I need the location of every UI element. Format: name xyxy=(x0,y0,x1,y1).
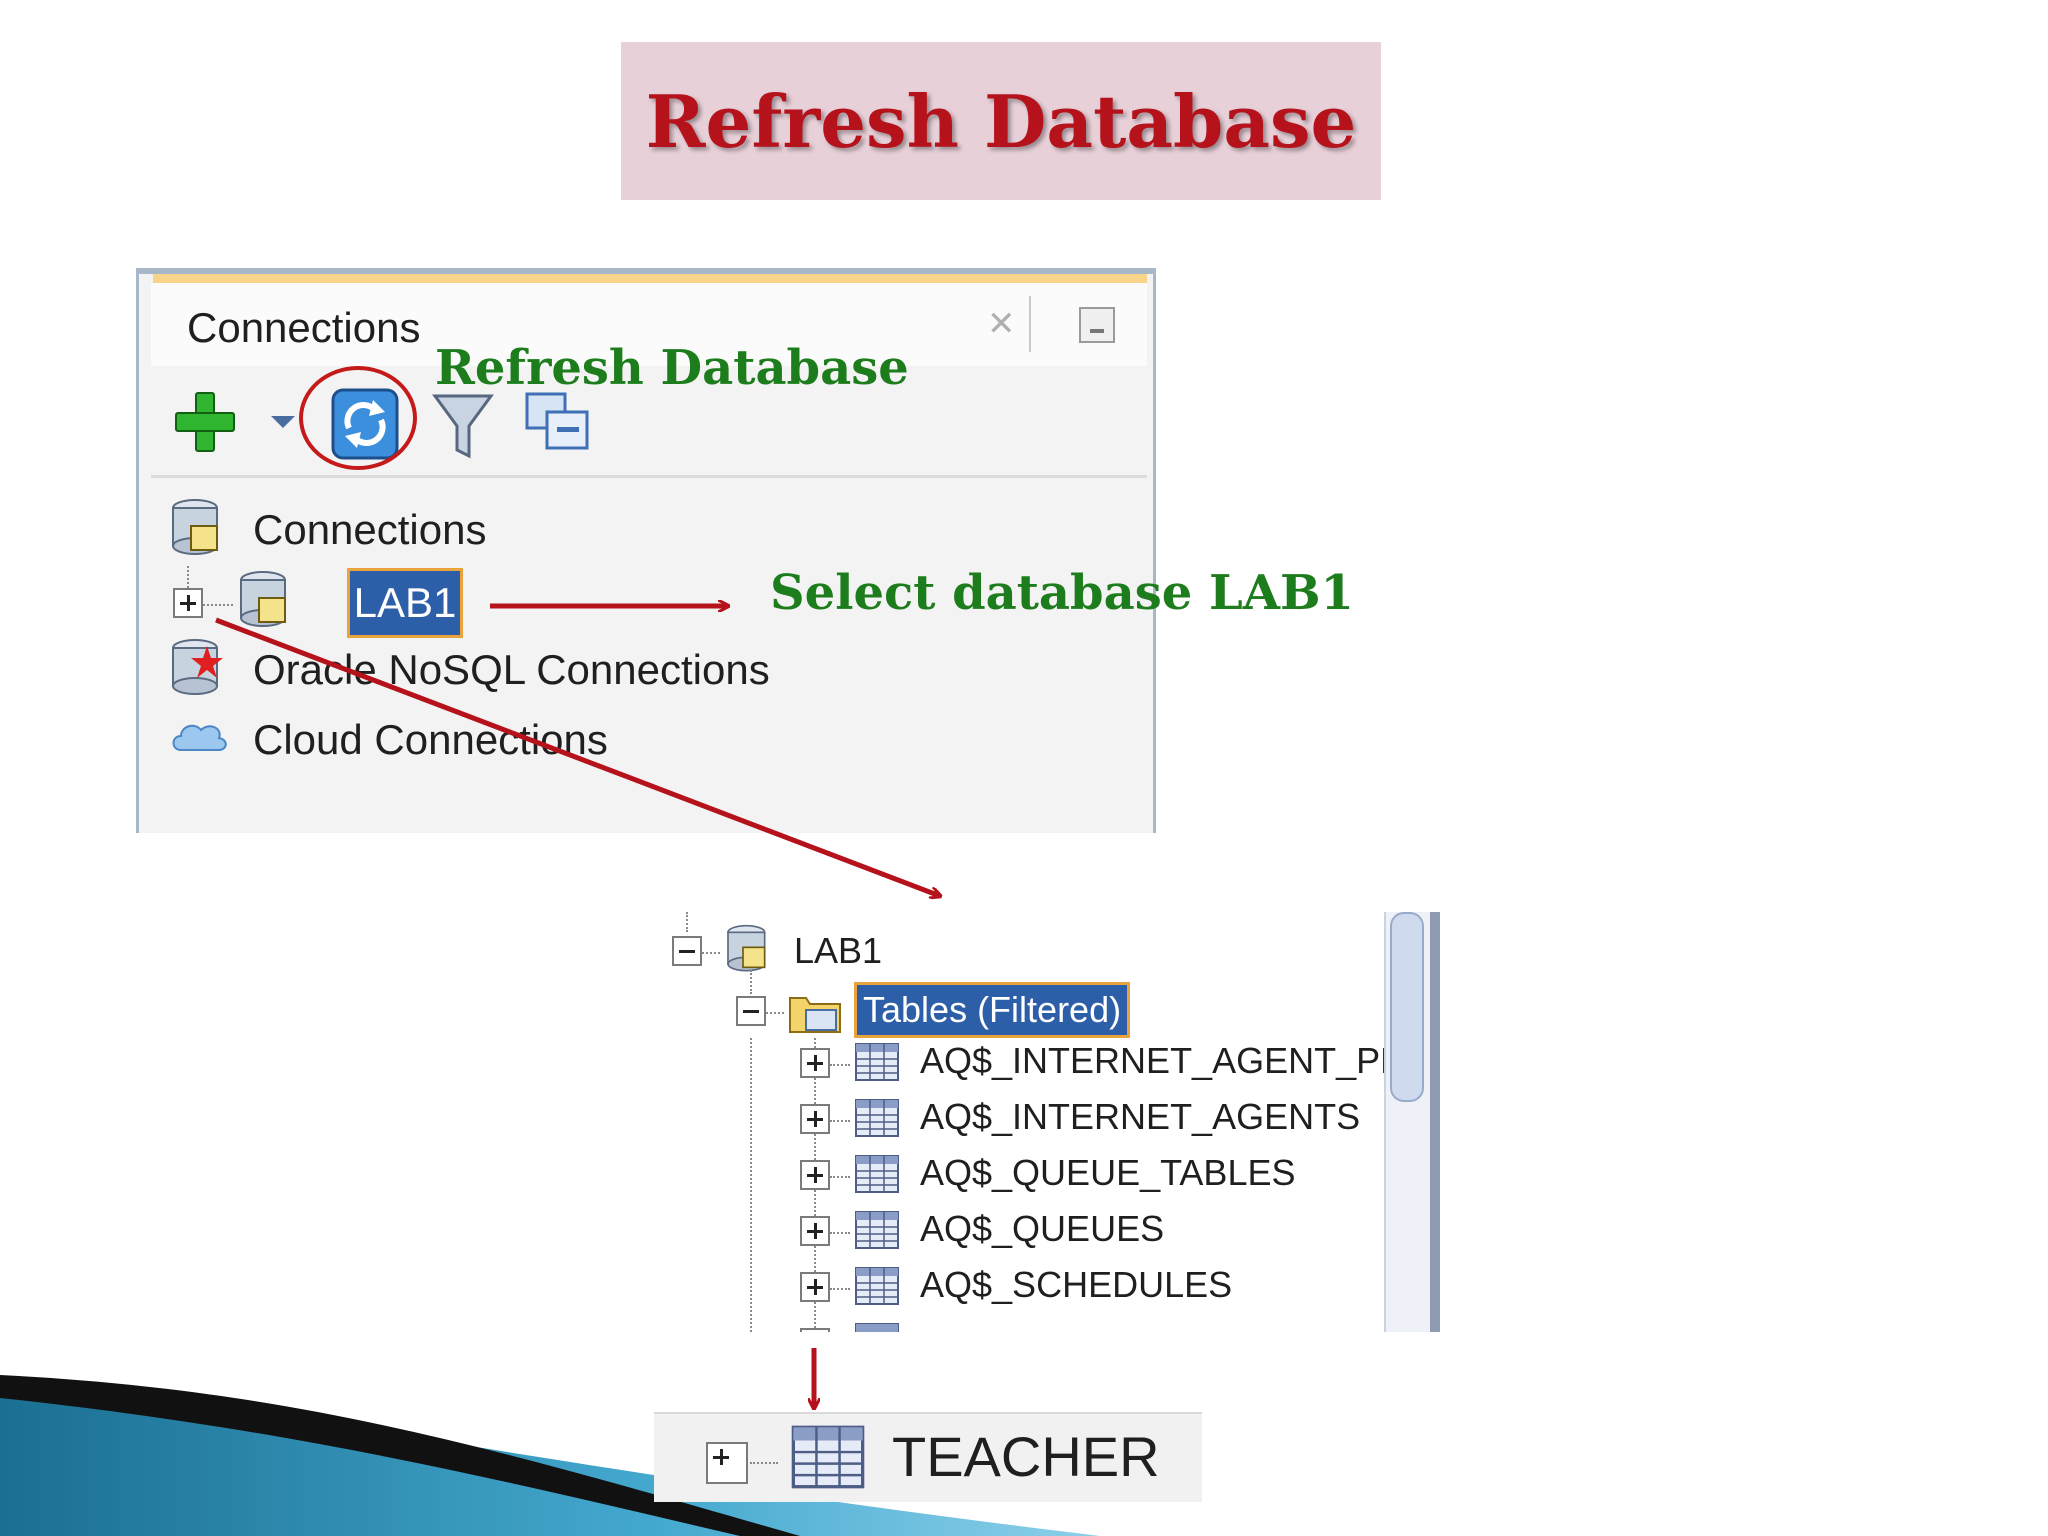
expand-teacher-icon[interactable] xyxy=(706,1442,748,1484)
lab1-db-icon xyxy=(727,924,766,972)
filter-icon[interactable] xyxy=(431,392,495,462)
tree-line xyxy=(830,1064,850,1066)
scrollbar-thumb[interactable] xyxy=(1390,912,1424,1102)
lab1-db-icon xyxy=(240,571,286,627)
table-row[interactable]: AQ$_INTERNET_AGENT_PRIV xyxy=(668,1040,1440,1086)
close-icon[interactable]: ✕ xyxy=(987,304,1016,344)
table-grid-icon xyxy=(855,1155,899,1193)
tree-line xyxy=(750,1038,752,1332)
table-row[interactable]: AQ$_SCHEDULES xyxy=(668,1264,1388,1310)
refresh-database-annotation: Refresh Database xyxy=(435,340,909,396)
table-grid-icon xyxy=(855,1099,899,1137)
table-grid-icon xyxy=(855,1323,899,1332)
cloud-icon xyxy=(172,724,227,751)
tree-line xyxy=(750,1462,778,1464)
collapse-tables-icon[interactable] xyxy=(736,996,766,1026)
tree-line xyxy=(187,566,189,588)
table-row[interactable]: AQ$_QUEUES xyxy=(668,1208,1388,1254)
expand-lab1-icon[interactable] xyxy=(173,588,203,618)
table-row-partial[interactable] xyxy=(668,1320,1388,1332)
table-name[interactable]: AQ$_QUEUE_TABLES xyxy=(920,1152,1296,1193)
tree-connections-label[interactable]: Connections xyxy=(253,506,487,553)
tree-cloud-label[interactable]: Cloud Connections xyxy=(253,716,608,763)
table-name[interactable]: AQ$_INTERNET_AGENT_PRIV xyxy=(920,1040,1441,1081)
lab1-connection-selected[interactable]: LAB1 xyxy=(347,568,463,638)
select-database-annotation: Select database LAB1 xyxy=(770,565,1354,621)
teacher-table-icon xyxy=(791,1425,865,1489)
table-row[interactable]: AQ$_QUEUE_TABLES xyxy=(668,1152,1388,1198)
collapse-all-icon[interactable] xyxy=(523,390,593,454)
table-row[interactable]: AQ$_INTERNET_AGENTS xyxy=(668,1096,1388,1142)
table-grid-icon xyxy=(855,1043,899,1081)
slide-title: Refresh Database xyxy=(645,78,1357,164)
header-divider xyxy=(1029,296,1031,352)
tables-tree-panel: LAB1 Tables (Filtered) AQ$_INTERNET_AGEN… xyxy=(668,912,1454,1332)
panel-title: Connections xyxy=(187,304,421,351)
table-name[interactable]: AQ$_INTERNET_AGENTS xyxy=(920,1096,1361,1137)
tree-line xyxy=(830,1288,850,1290)
tree-line xyxy=(830,1120,850,1122)
decorative-wave xyxy=(0,1375,1100,1536)
expand-table-icon[interactable] xyxy=(800,1272,830,1302)
tree-line xyxy=(830,1232,850,1234)
scrollbar-edge xyxy=(1430,912,1440,1332)
panel-header xyxy=(151,283,1147,366)
tables-filtered-selected[interactable]: Tables (Filtered) xyxy=(854,982,1131,1038)
tree-line xyxy=(702,952,720,954)
table-grid-icon xyxy=(855,1211,899,1249)
refresh-highlight-circle xyxy=(299,366,417,470)
arrow-to-tables-tree xyxy=(215,617,940,896)
table-grid-icon xyxy=(855,1267,899,1305)
add-connection-icon[interactable] xyxy=(173,390,237,454)
tree-line xyxy=(830,1176,850,1178)
tree-line xyxy=(750,970,752,994)
table-name[interactable]: AQ$_SCHEDULES xyxy=(920,1264,1233,1305)
connections-panel: Connections ✕ Refresh Database Connectio… xyxy=(136,268,1156,833)
tree-line xyxy=(766,1012,784,1014)
teacher-table-label[interactable]: TEACHER xyxy=(892,1425,1160,1488)
tree-lab1-label[interactable]: LAB1 xyxy=(794,930,883,971)
expand-table-icon[interactable] xyxy=(800,1216,830,1246)
panel-tab-stripe xyxy=(153,274,1147,283)
dropdown-arrow-icon[interactable] xyxy=(271,416,295,428)
expand-table-icon[interactable] xyxy=(800,1328,830,1332)
slide-title-box: Refresh Database xyxy=(621,42,1381,200)
collapse-lab1-icon[interactable] xyxy=(672,936,702,966)
connections-db-icon xyxy=(172,499,218,555)
expand-table-icon[interactable] xyxy=(800,1104,830,1134)
teacher-table-row[interactable]: TEACHER xyxy=(654,1412,1202,1502)
nosql-db-icon xyxy=(172,639,223,695)
tree-line xyxy=(203,604,233,606)
minimize-icon[interactable] xyxy=(1079,307,1115,343)
expand-table-icon[interactable] xyxy=(800,1160,830,1190)
tree-line xyxy=(686,912,688,932)
toolbar-separator xyxy=(151,475,1147,478)
tables-folder-icon xyxy=(789,997,841,1033)
expand-table-icon[interactable] xyxy=(800,1048,830,1078)
table-name[interactable]: AQ$_QUEUES xyxy=(920,1208,1165,1249)
